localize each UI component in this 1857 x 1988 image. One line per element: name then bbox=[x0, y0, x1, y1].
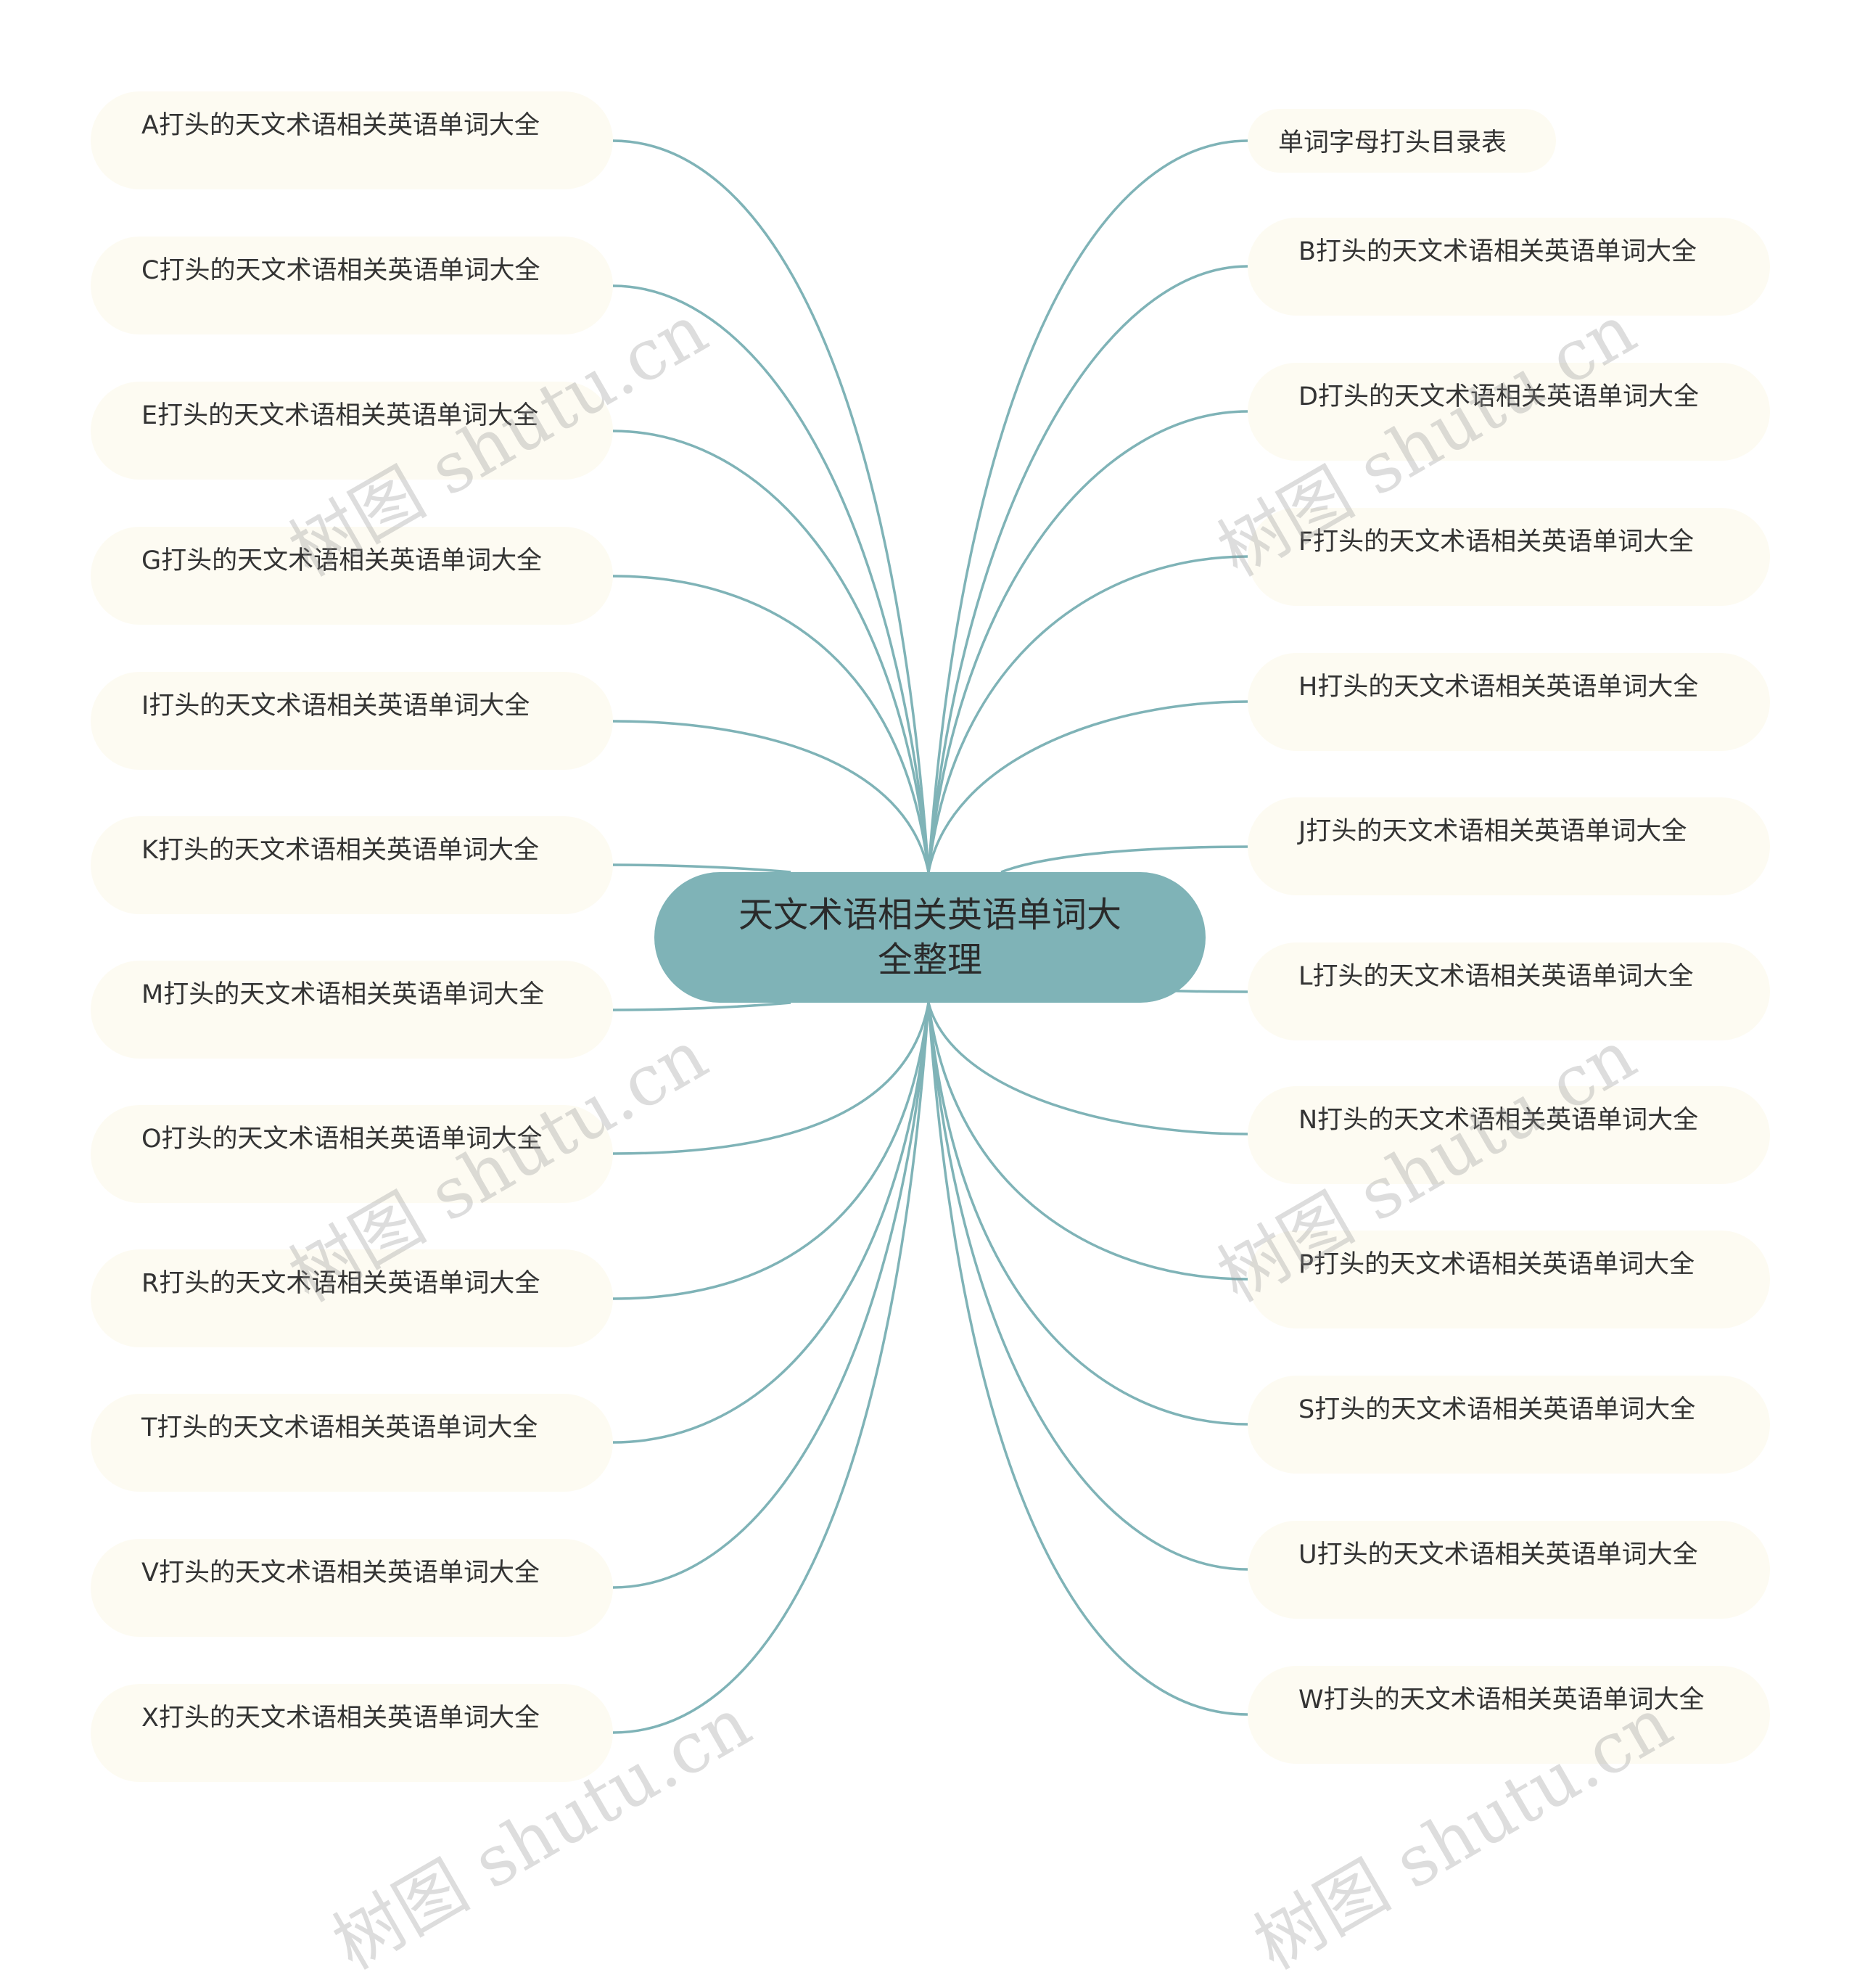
topic-node-n[interactable]: N打头的天文术语相关英语单词大全 bbox=[1248, 1086, 1770, 1184]
topic-node-x[interactable]: X打头的天文术语相关英语单词大全 bbox=[91, 1684, 613, 1782]
link-right-11 bbox=[927, 1002, 1248, 1716]
link-right-4 bbox=[927, 700, 1248, 873]
topic-node-t[interactable]: T打头的天文术语相关英语单词大全 bbox=[91, 1394, 613, 1492]
topic-node-v[interactable]: V打头的天文术语相关英语单词大全 bbox=[91, 1539, 613, 1637]
topic-node-m[interactable]: M打头的天文术语相关英语单词大全 bbox=[91, 961, 613, 1059]
link-left-2 bbox=[612, 430, 930, 873]
link-left-11 bbox=[612, 1002, 930, 1734]
topic-node-c[interactable]: C打头的天文术语相关英语单词大全 bbox=[91, 237, 613, 334]
topic-node-e[interactable]: E打头的天文术语相关英语单词大全 bbox=[91, 382, 613, 480]
central-topic-label: 天文术语相关英语单词大全整理 bbox=[738, 895, 1121, 980]
link-left-8 bbox=[612, 1002, 930, 1300]
topic-node-j[interactable]: J打头的天文术语相关英语单词大全 bbox=[1248, 797, 1770, 895]
topic-node-k[interactable]: K打头的天文术语相关英语单词大全 bbox=[91, 816, 613, 914]
topic-node-w[interactable]: W打头的天文术语相关英语单词大全 bbox=[1248, 1666, 1770, 1764]
link-left-7 bbox=[612, 1002, 930, 1155]
topic-node-h[interactable]: H打头的天文术语相关英语单词大全 bbox=[1248, 653, 1770, 751]
link-left-4 bbox=[612, 720, 930, 873]
topic-node-d[interactable]: D打头的天文术语相关英语单词大全 bbox=[1248, 363, 1770, 461]
link-right-0 bbox=[927, 139, 1248, 873]
link-left-10 bbox=[612, 1002, 930, 1589]
link-right-7 bbox=[927, 1002, 1248, 1135]
topic-node-o[interactable]: O打头的天文术语相关英语单词大全 bbox=[91, 1105, 613, 1203]
link-right-5 bbox=[1000, 845, 1248, 874]
topic-node-f[interactable]: F打头的天文术语相关英语单词大全 bbox=[1248, 508, 1770, 606]
link-left-0 bbox=[612, 139, 930, 873]
link-right-9 bbox=[927, 1002, 1248, 1426]
topic-node-i[interactable]: I打头的天文术语相关英语单词大全 bbox=[91, 672, 613, 770]
topic-node-g[interactable]: G打头的天文术语相关英语单词大全 bbox=[91, 527, 613, 625]
link-left-1 bbox=[612, 284, 930, 873]
link-left-3 bbox=[612, 575, 930, 873]
topic-node-p[interactable]: P打头的天文术语相关英语单词大全 bbox=[1248, 1231, 1770, 1328]
link-right-3 bbox=[927, 555, 1248, 873]
central-topic[interactable]: 天文术语相关英语单词大全整理 bbox=[654, 872, 1206, 1003]
connector-lines bbox=[612, 139, 1248, 1734]
topic-node-u[interactable]: U打头的天文术语相关英语单词大全 bbox=[1248, 1521, 1770, 1619]
topic-node-s[interactable]: S打头的天文术语相关英语单词大全 bbox=[1248, 1376, 1770, 1474]
link-left-9 bbox=[612, 1002, 930, 1444]
topic-node-a[interactable]: A打头的天文术语相关英语单词大全 bbox=[91, 91, 613, 189]
link-right-2 bbox=[927, 410, 1248, 873]
topic-node-r[interactable]: R打头的天文术语相关英语单词大全 bbox=[91, 1249, 613, 1347]
link-right-1 bbox=[927, 265, 1248, 873]
link-right-8 bbox=[927, 1002, 1248, 1281]
topic-node-l[interactable]: L打头的天文术语相关英语单词大全 bbox=[1248, 942, 1770, 1040]
link-left-6 bbox=[612, 1001, 791, 1011]
topic-node-b[interactable]: B打头的天文术语相关英语单词大全 bbox=[1248, 218, 1770, 316]
link-right-10 bbox=[927, 1002, 1248, 1571]
topic-node-index[interactable]: 单词字母打头目录表 bbox=[1248, 109, 1556, 173]
link-left-5 bbox=[612, 863, 791, 874]
